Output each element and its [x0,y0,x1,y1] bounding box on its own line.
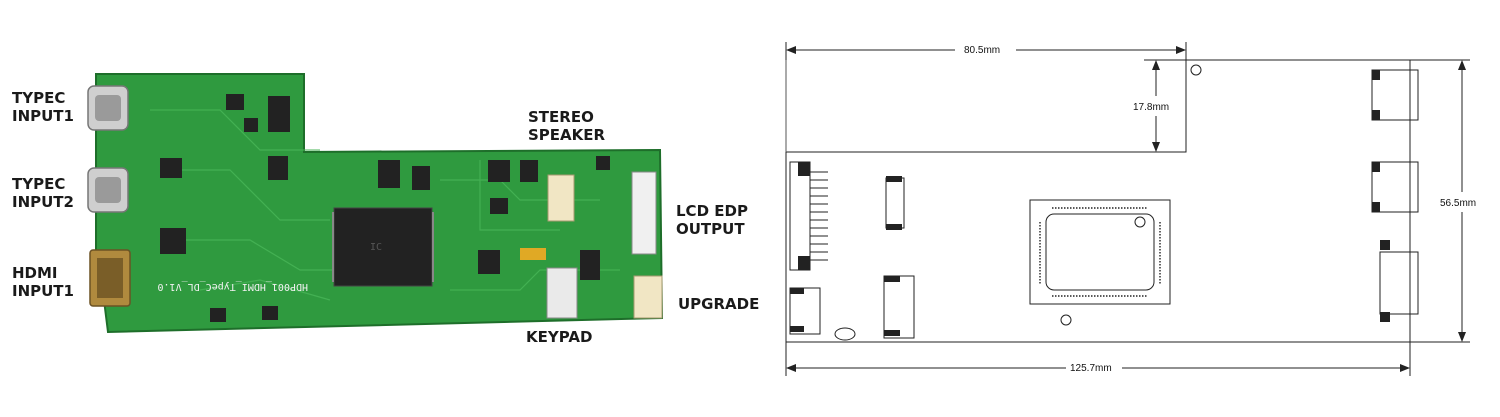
typec-drawing-2 [1371,161,1419,213]
chip-footprint [1029,199,1171,305]
slot-hole [834,327,856,341]
pcb-photo: IC HDP001_HDMI_TypeC_DL_V1.0 [87,73,664,334]
mounting-hole-3 [1134,216,1146,228]
label-upgrade: UPGRADE [678,295,760,313]
connector-speaker-drawing [885,177,905,229]
mounting-hole-1 [1190,64,1202,76]
upgrade-connector [633,275,663,319]
typec-drawing-1 [1371,69,1419,121]
hdmi-drawing [1379,251,1419,315]
speaker-connector [547,174,575,222]
svg-text:IC: IC [370,242,382,253]
fpc-pins-left [810,171,828,261]
board-silkscreen: HDP001_HDMI_TypeC_DL_V1.0 [157,281,308,292]
main-chip [333,207,433,287]
keypad-connector [546,267,578,319]
connector-keypad-drawing [789,287,821,335]
edp-connector [631,171,657,255]
fpc-connector-left [789,161,811,271]
small-chips [160,94,610,322]
mounting-hole-2 [1060,314,1072,326]
dim-total-height: 56.5mm [1440,198,1476,209]
chip-pins [1039,207,1161,297]
dim-notch-height: 17.8mm [1133,102,1169,113]
dim-total-width: 125.7mm [1070,363,1112,374]
connector-upgrade-drawing [883,275,915,339]
board-outline [785,59,1411,343]
dim-top-width: 80.5mm [964,45,1000,56]
label-keypad: KEYPAD [526,328,593,346]
